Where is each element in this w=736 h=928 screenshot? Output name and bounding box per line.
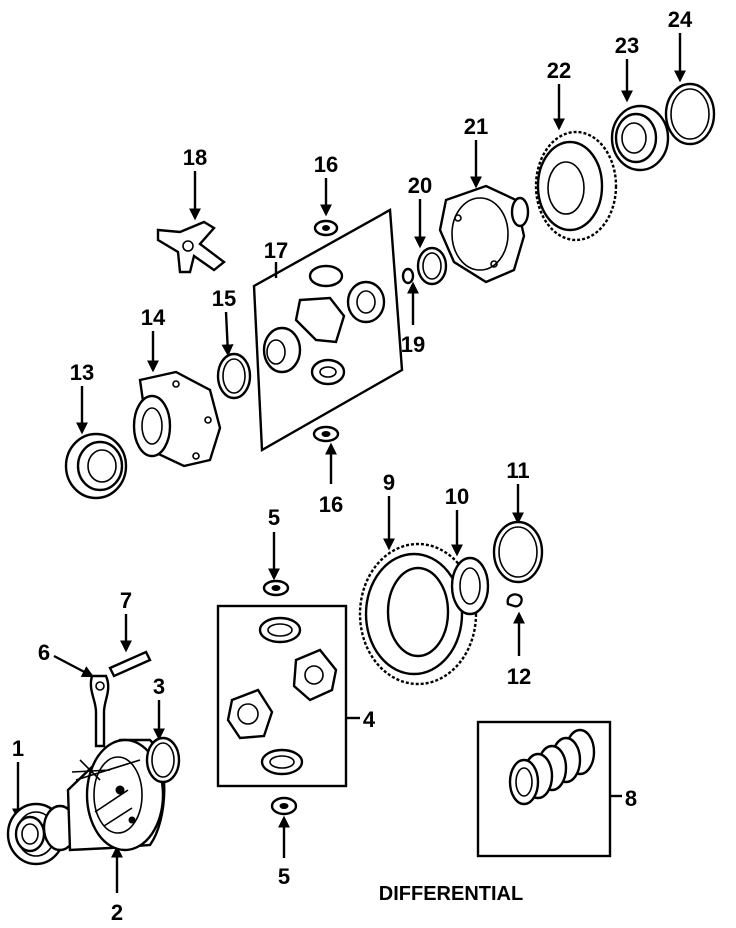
callout-13: 13 [70,360,94,385]
part-18-cross-shaft [156,220,226,274]
part-7-pin [108,650,152,678]
callout-20: 20 [408,173,432,198]
part-20-ring [416,246,448,286]
part-15-seal-ring [216,352,252,400]
part-12-clip [506,593,523,608]
part-5-washer-top [262,579,290,597]
callout-21: 21 [464,114,488,139]
callout-4: 4 [363,707,376,732]
callout-11: 11 [506,458,529,483]
part-19-clip [401,267,415,285]
diagram-caption: DIFFERENTIAL [379,883,523,905]
callout-5-top: 5 [268,505,280,530]
part-8-spring [508,728,596,806]
part-6-lock-plate [89,674,110,748]
kit-17-outline [252,208,404,453]
callout-5-bottom: 5 [278,864,290,889]
callout-6: 6 [38,640,50,665]
kit-8-outline [476,720,612,858]
callout-8: 8 [625,786,637,811]
callout-19: 19 [401,332,425,357]
part-3-washer [145,736,181,784]
part-24-ring [664,82,716,146]
callout-15: 15 [212,286,236,311]
callout-16-top: 16 [314,152,338,177]
part-16-washer-bottom [312,425,340,443]
part-9-ring-gear [358,542,478,686]
part-14-flange-case [132,370,222,468]
kit-4-gears [226,616,338,776]
callout-7: 7 [120,588,132,613]
callout-9: 9 [383,470,395,495]
callout-24: 24 [668,7,693,32]
callout-23: 23 [615,33,639,58]
part-2-diff-case [42,738,166,852]
part-16-washer-top [313,219,339,237]
callout-14: 14 [141,305,166,330]
part-11-ring [492,520,544,584]
kit-17-gears [262,264,386,386]
part-5-washer-bottom [270,796,298,816]
callout-3: 3 [153,674,165,699]
callout-18: 18 [183,145,207,170]
callout-12: 12 [507,664,531,689]
part-10-hub [450,556,490,616]
part-13-bearing [64,432,128,500]
part-22-ring-gear [534,130,618,242]
callout-1: 1 [12,736,24,761]
part-23-bearing [610,104,670,172]
kit-4-outline [216,604,348,788]
callout-16-bottom: 16 [319,492,343,517]
callout-10: 10 [445,484,469,509]
leader-lines [12,33,686,893]
callout-17: 17 [264,238,288,263]
callout-22: 22 [547,58,571,83]
part-21-housing [438,184,530,284]
callout-2: 2 [111,900,123,925]
